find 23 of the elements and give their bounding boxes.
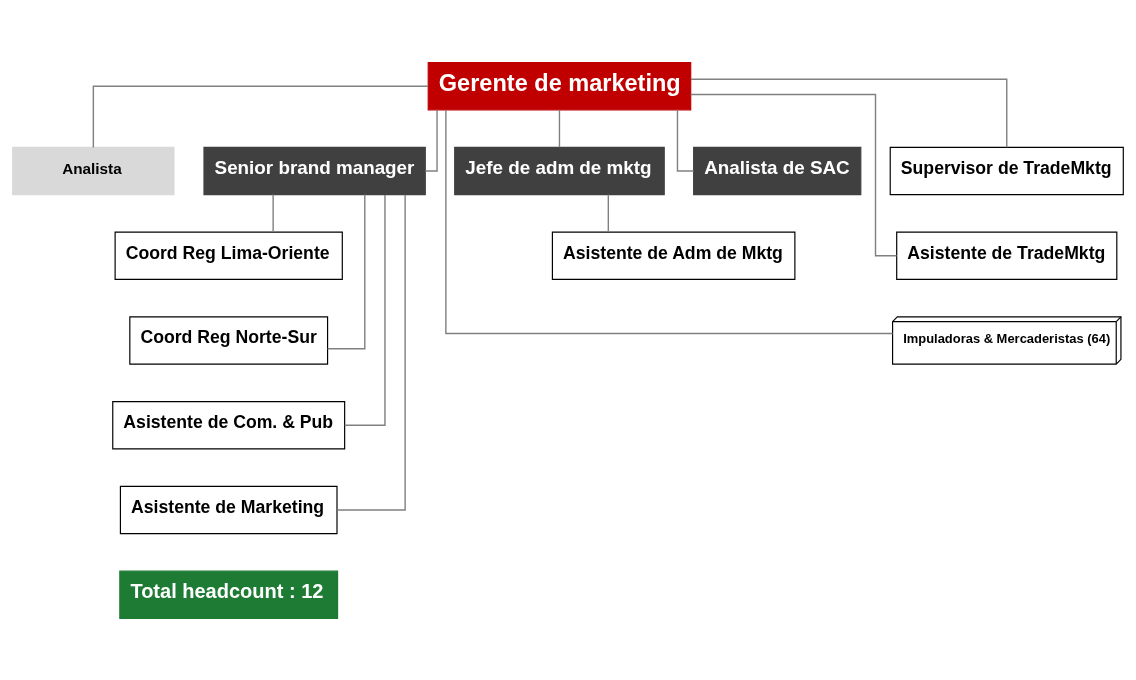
connector	[445, 108, 894, 334]
node-box: Coord Reg Norte-Sur	[129, 315, 329, 365]
node-box: Asistente de Adm de Mktg	[551, 231, 796, 280]
node-box: Asistente de TradeMktg	[896, 231, 1118, 280]
connector	[424, 108, 438, 172]
node-box: Jefe de adm de mktg	[454, 146, 665, 195]
node-box: Analista de SAC	[693, 146, 862, 195]
node-box: Asistente de Marketing	[119, 485, 338, 534]
connector	[336, 193, 406, 511]
node-box: Supervisor de TradeMktg	[889, 146, 1124, 195]
connector	[326, 193, 366, 349]
connector	[344, 193, 386, 426]
connector	[92, 85, 429, 148]
connector	[607, 193, 610, 233]
node-box: Analista	[12, 146, 175, 195]
node-box: Total headcount : 12	[119, 570, 339, 619]
node-box: Coord Reg Lima-Oriente	[114, 231, 343, 280]
connector	[558, 108, 561, 148]
node-box: Gerente de marketing	[427, 61, 692, 110]
node-box: Asistente de Com. & Pub	[112, 400, 346, 449]
connector	[272, 193, 274, 233]
node-box: Senior brand manager	[203, 146, 426, 195]
connector	[690, 78, 1008, 148]
